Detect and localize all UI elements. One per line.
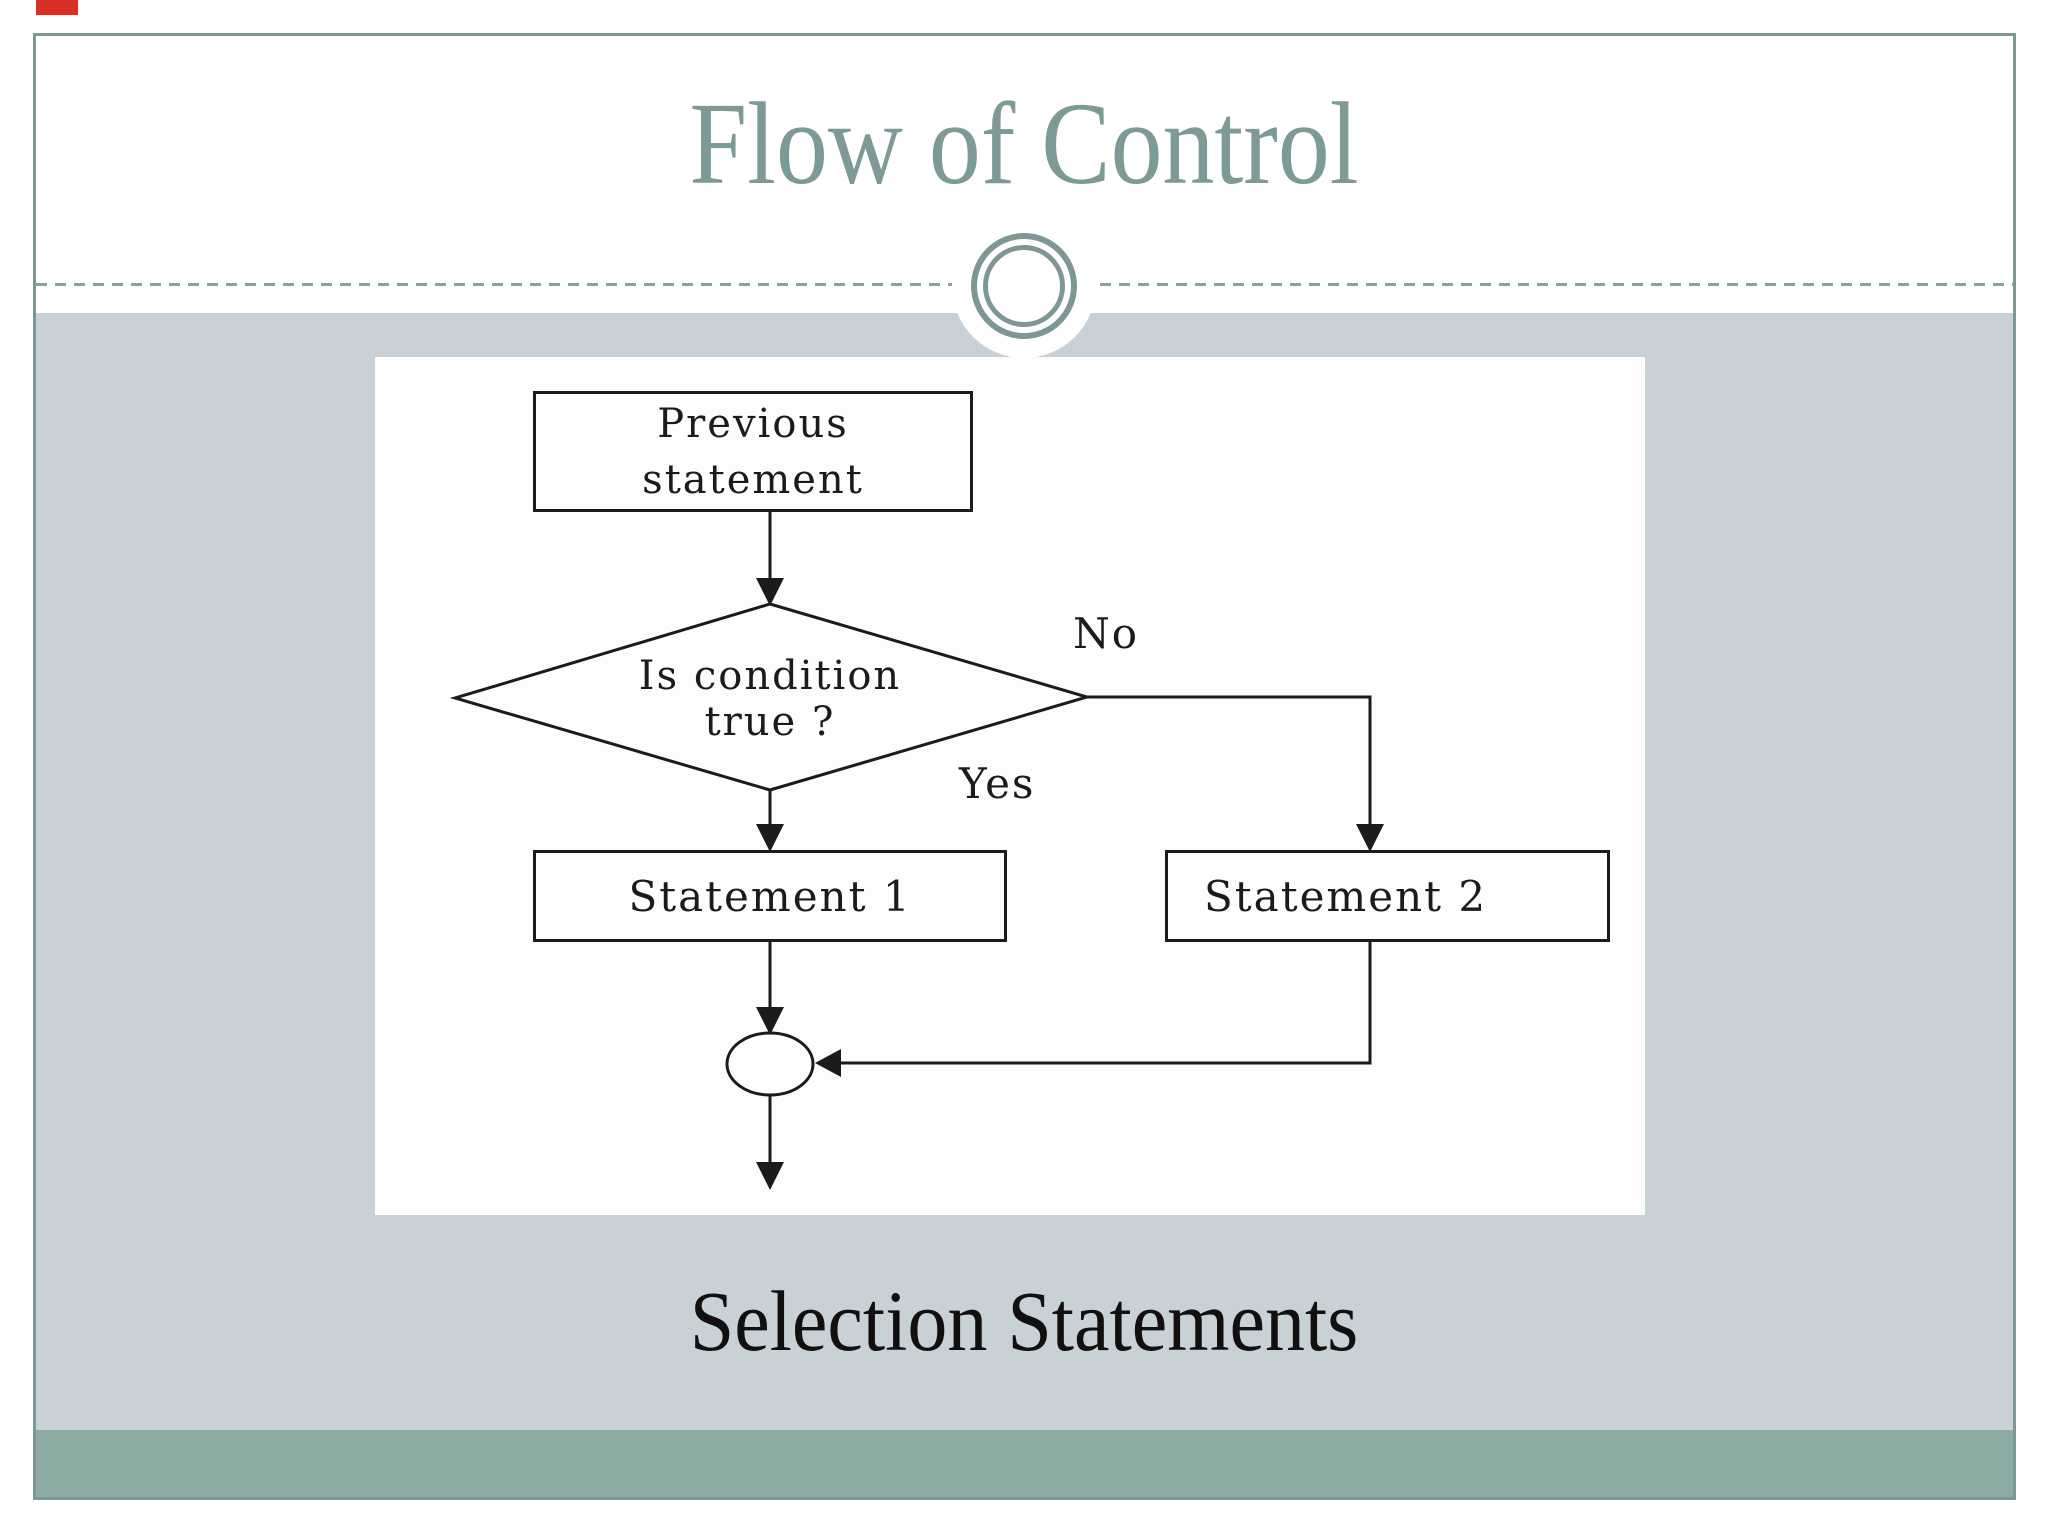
yes-branch-label: Yes — [959, 759, 1036, 808]
previous-statement-line1: Previous — [657, 400, 849, 447]
connector-s2-to-join — [841, 942, 1372, 1065]
flowchart-panel: Previous statement Is condition true ? N… — [375, 357, 1645, 1215]
arrowhead-exit-icon — [756, 1162, 784, 1190]
ornament-inner-ring-icon — [983, 245, 1065, 327]
no-branch-label: No — [1073, 609, 1140, 658]
footer-bar — [36, 1430, 2013, 1498]
flowchart-connectors — [449, 512, 1384, 1190]
arrowhead-into-join-top-icon — [756, 1007, 784, 1035]
slide-title: Flow of Control — [689, 78, 1359, 209]
previous-statement-box: Previous statement — [533, 391, 973, 512]
slide-border-frame — [33, 33, 2016, 1500]
arrowhead-into-s2-icon — [1356, 824, 1384, 852]
decision-diamond-shape — [449, 602, 1093, 792]
decision-line2: true ? — [704, 699, 836, 745]
statement1-box: Statement 1 — [533, 850, 1007, 942]
connector-no-branch — [1087, 695, 1372, 826]
arrowhead-into-s1-icon — [756, 824, 784, 852]
previous-statement-line2: statement — [642, 456, 864, 503]
corner-red-mark — [36, 0, 78, 15]
decision-diamond-label: Is condition true ? — [590, 653, 950, 745]
arrowhead-into-join-right-icon — [815, 1049, 841, 1077]
slide-subtitle: Selection Statements — [689, 1273, 1359, 1369]
ornament-outer-ring-icon — [971, 233, 1077, 339]
join-circle — [725, 1031, 815, 1097]
statement2-box: Statement 2 — [1165, 850, 1610, 942]
decision-line1: Is condition — [638, 653, 902, 699]
arrowhead-into-diamond-icon — [756, 578, 784, 606]
